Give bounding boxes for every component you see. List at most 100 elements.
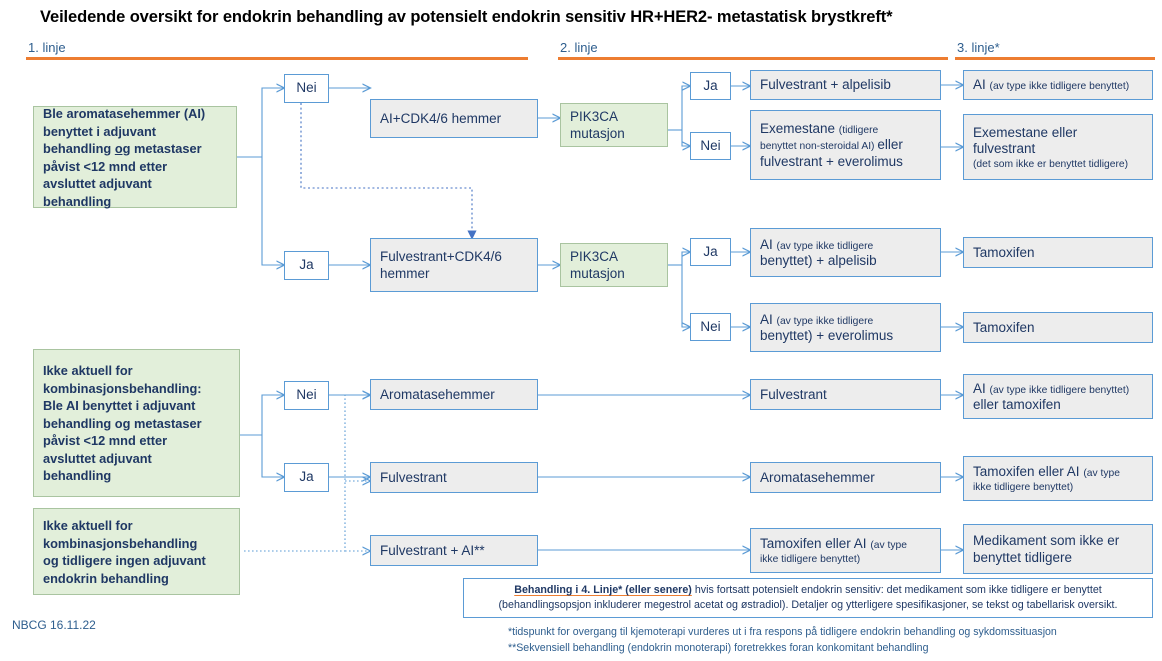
q1-line3a: behandling	[43, 141, 115, 156]
decision-ja-row2: Ja	[284, 251, 329, 280]
page-title: Veiledende oversikt for endokrin behandl…	[40, 8, 893, 26]
q2-line5: påvist <12 mnd etter	[43, 433, 168, 449]
exemestane-main: Exemestane	[760, 120, 839, 136]
treatment-ai-cdk46: AI+CDK4/6 hemmer	[370, 99, 538, 138]
ai-tam-line2: eller tamoxifen	[973, 397, 1061, 412]
callout-line1: Behandling i 4. Linje* (eller senere) hv…	[471, 583, 1145, 598]
q2-line4: behandling og metastaser	[43, 415, 202, 431]
exem-fulv-note: (det som ikke er benyttet tidligere)	[973, 158, 1129, 170]
decision-ja-pik3ca-row2: Ja	[690, 238, 731, 266]
treatment-label: Fulvestrant	[760, 386, 827, 402]
ai-main: AI	[973, 380, 990, 396]
biomarker-pik3ca-row2: PIK3CA mutasjon	[560, 243, 668, 287]
footnote-double-star: **Sekvensiell behandling (endokrin monot…	[508, 642, 929, 654]
ai-note: (av type ikke tidligere	[776, 315, 874, 327]
decision-label: Ja	[299, 257, 314, 273]
phase-header-1: 1. linje	[26, 40, 528, 60]
treatment-label: Aromatasehemmer	[760, 469, 875, 485]
treatment-exemestane-or-fulvestrant-3l: Exemestane eller fulvestrant (det som ik…	[963, 114, 1153, 180]
q1-line2: benyttet i adjuvant	[43, 123, 157, 139]
ai-main: AI	[760, 311, 777, 327]
q1-line3b: og	[114, 141, 131, 156]
exem-fulv-line2: fulvestrant	[973, 141, 1036, 156]
treatment-fulvestrant-cdk46: Fulvestrant+CDK4/6 hemmer	[370, 238, 538, 292]
pik3ca-line1: PIK3CA	[570, 109, 619, 124]
ai-alpelisib-line2: benyttet) + alpelisib	[760, 253, 877, 268]
decision-label: Nei	[296, 387, 317, 403]
decision-nei-pik3ca-row2: Nei	[690, 313, 731, 341]
callout-rest: hvis fortsatt potensielt endokrin sensit…	[691, 584, 1102, 596]
q1-line3: behandling og metastaser	[43, 140, 229, 158]
treatment-fulvestrant-2l: Fulvestrant	[750, 379, 941, 410]
phase-header-3: 3. linje*	[955, 40, 1155, 60]
phase-label-1: 1. linje	[28, 40, 66, 55]
treatment-label: Fulvestrant	[380, 469, 447, 485]
pik3ca-line2: mutasjon	[570, 265, 625, 281]
decision-ja-pik3ca-row1: Ja	[690, 72, 731, 100]
question-box-adjuvant-ai: Ble aromatasehemmer (AI) benyttet i adju…	[33, 106, 237, 209]
decision-label: Ja	[703, 77, 718, 93]
q3-line2: kombinasjonsbehandling	[43, 535, 198, 551]
decision-nei-row1: Nei	[284, 74, 329, 103]
tam-ai-line2: ikke tidligere benyttet)	[760, 553, 861, 565]
phase-rule-2	[558, 57, 948, 60]
phase-header-2: 2. linje	[558, 40, 948, 60]
treatment-label: AI+CDK4/6 hemmer	[380, 110, 502, 126]
pik3ca-line1: PIK3CA	[570, 249, 619, 264]
ai-note: (av type ikke tidligere benyttet)	[989, 384, 1130, 396]
fourth-line-callout: Behandling i 4. Linje* (eller senere) hv…	[463, 578, 1153, 618]
treatment-label: Fulvestrant + AI**	[380, 542, 485, 558]
decision-nei-pik3ca-row1: Nei	[690, 132, 731, 160]
treatment-aromatasehemmer-2l: Aromatasehemmer	[750, 462, 941, 493]
tam-ai-line1: Tamoxifen eller AI (av type	[973, 464, 1145, 481]
q2-line2: kombinasjonsbehandling:	[43, 380, 202, 396]
q2-line3: Ble AI benyttet i adjuvant	[43, 398, 196, 414]
ai-main: AI	[760, 236, 777, 252]
exemestane-line3: fulvestrant + everolimus	[760, 153, 903, 169]
tam-ai-main: Tamoxifen eller AI	[760, 536, 871, 552]
q3-line4: endokrin behandling	[43, 570, 169, 586]
medikament-line2: benyttet tidligere	[973, 549, 1073, 565]
decision-label: Nei	[700, 318, 721, 334]
phase-label-3: 3. linje*	[957, 40, 1000, 55]
ai-everolimus-line1: AI (av type ikke tidligere	[760, 312, 933, 329]
ai-everolimus-line2: benyttet) + everolimus	[760, 328, 894, 343]
q2-line1: Ikke aktuell for	[43, 363, 133, 379]
decision-nei-row3: Nei	[284, 381, 329, 410]
medikament-line1: Medikament som ikke er	[973, 533, 1120, 548]
ai-alpelisib-line1: AI (av type ikke tidligere	[760, 237, 933, 254]
treatment-exemestane-or-fulvestrant-everolimus: Exemestane (tidligere benyttet non-stero…	[750, 110, 941, 180]
q3-line1: Ikke aktuell for	[43, 518, 133, 533]
treatment-aromatasehemmer-1l: Aromatasehemmer	[370, 379, 538, 410]
exemestane-line2: benyttet non-steroidal AI) eller	[760, 137, 933, 154]
pik3ca-line2: mutasjon	[570, 125, 625, 141]
q1-line1: Ble aromatasehemmer (AI)	[43, 106, 206, 121]
ai-note: (av type ikke tidligere	[776, 240, 874, 252]
treatment-tamoxifen-3l-row2a: Tamoxifen	[963, 237, 1153, 268]
treatment-ai-everolimus: AI (av type ikke tidligere benyttet) + e…	[750, 303, 941, 352]
treatment-tamoxifen-3l-row2b: Tamoxifen	[963, 312, 1153, 343]
q1-line3c: metastaser	[130, 141, 202, 156]
tam-ai-main: Tamoxifen eller AI	[973, 464, 1084, 480]
question-box-no-combination-adjuvant: Ikke aktuell for kombinasjonsbehandling:…	[33, 349, 240, 497]
callout-highlight: Behandling i 4. Linje* (eller senere)	[514, 584, 692, 596]
decision-ja-row4: Ja	[284, 463, 329, 492]
ai-line: AI (av type ikke tidligere benyttet)	[973, 77, 1145, 94]
treatment-label: Fulvestrant + alpelisib	[760, 77, 891, 93]
q1-line6: behandling	[43, 193, 112, 209]
biomarker-pik3ca-row1: PIK3CA mutasjon	[560, 103, 668, 147]
exemestane-note1: (tidligere	[838, 124, 879, 136]
q1-line4: påvist <12 mnd etter	[43, 158, 168, 174]
footnote-single-star: *tidspunkt for overgang til kjemoterapi …	[508, 626, 1057, 638]
decision-label: Nei	[700, 137, 721, 153]
treatment-fulvestrant-alpelisib: Fulvestrant + alpelisib	[750, 70, 941, 100]
phase-label-2: 2. linje	[560, 40, 598, 55]
treatment-tamoxifen-or-ai-2l: Tamoxifen eller AI (av type ikke tidlige…	[750, 528, 941, 573]
phase-rule-3	[955, 57, 1155, 60]
ai-note: (av type ikke tidligere benyttet)	[989, 81, 1130, 93]
decision-label: Nei	[296, 80, 317, 96]
q3-line3: og tidligere ingen adjuvant	[43, 553, 206, 568]
treatment-ai-or-tamoxifen-3l: AI (av type ikke tidligere benyttet) ell…	[963, 374, 1153, 419]
treatment-label: Aromatasehemmer	[380, 386, 495, 402]
